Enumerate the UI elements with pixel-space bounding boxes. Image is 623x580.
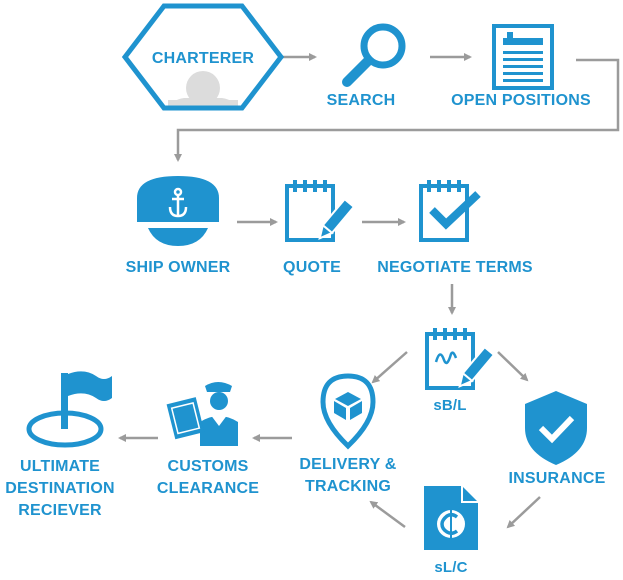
delivery-label-line2: TRACKING — [304, 478, 392, 495]
flag-target-icon — [26, 371, 112, 448]
customs-label-line2: CLEARANCE — [156, 480, 260, 497]
search-label: SEARCH — [326, 92, 396, 109]
customs-clearance-label: CUSTOMS CLEARANCE — [148, 456, 268, 500]
arrow-open-positions-ship-owner — [174, 58, 620, 162]
arrow-sbl-insurance — [497, 351, 529, 382]
magnifier-icon — [342, 23, 406, 87]
delivery-tracking-label: DELIVERY & TRACKING — [290, 454, 406, 498]
captain-hat-icon — [137, 176, 219, 246]
destination-label-line3: RECIEVER — [18, 502, 102, 519]
arrow-sbl-delivery — [371, 351, 408, 384]
shield-check-icon — [525, 391, 587, 465]
destination-label-line1: ULTIMATE — [19, 458, 101, 475]
connectors — [118, 53, 620, 529]
delivery-label-line1: DELIVERY & — [299, 456, 397, 473]
ship-owner-label: SHIP OWNER — [125, 259, 231, 276]
user-avatar-icon — [168, 71, 238, 108]
arrow-insurance-slc — [506, 496, 541, 529]
currency-document-icon — [424, 486, 478, 550]
notepad-pencil-icon — [285, 180, 356, 242]
ship-document-icon — [492, 24, 554, 90]
charterer-node — [121, 3, 285, 111]
open-positions-label: OPEN POSITIONS — [451, 92, 591, 109]
arrow-slc-delivery — [369, 500, 406, 529]
slc-label: sL/C — [434, 559, 468, 576]
customs-officer-icon — [166, 382, 238, 446]
negotiate-terms-label: NEGOTIATE TERMS — [377, 259, 533, 276]
signed-notepad-icon — [425, 328, 496, 390]
sbl-label: sB/L — [433, 397, 467, 414]
ultimate-destination-label: ULTIMATE DESTINATION RECIEVER — [0, 456, 120, 522]
quote-label: QUOTE — [283, 259, 341, 276]
insurance-label: INSURANCE — [508, 470, 606, 487]
charterer-label: CHARTERER — [151, 50, 255, 67]
destination-label-line2: DESTINATION — [5, 480, 115, 497]
checklist-icon — [419, 180, 481, 242]
customs-label-line1: CUSTOMS — [167, 458, 249, 475]
location-box-icon — [320, 373, 376, 450]
